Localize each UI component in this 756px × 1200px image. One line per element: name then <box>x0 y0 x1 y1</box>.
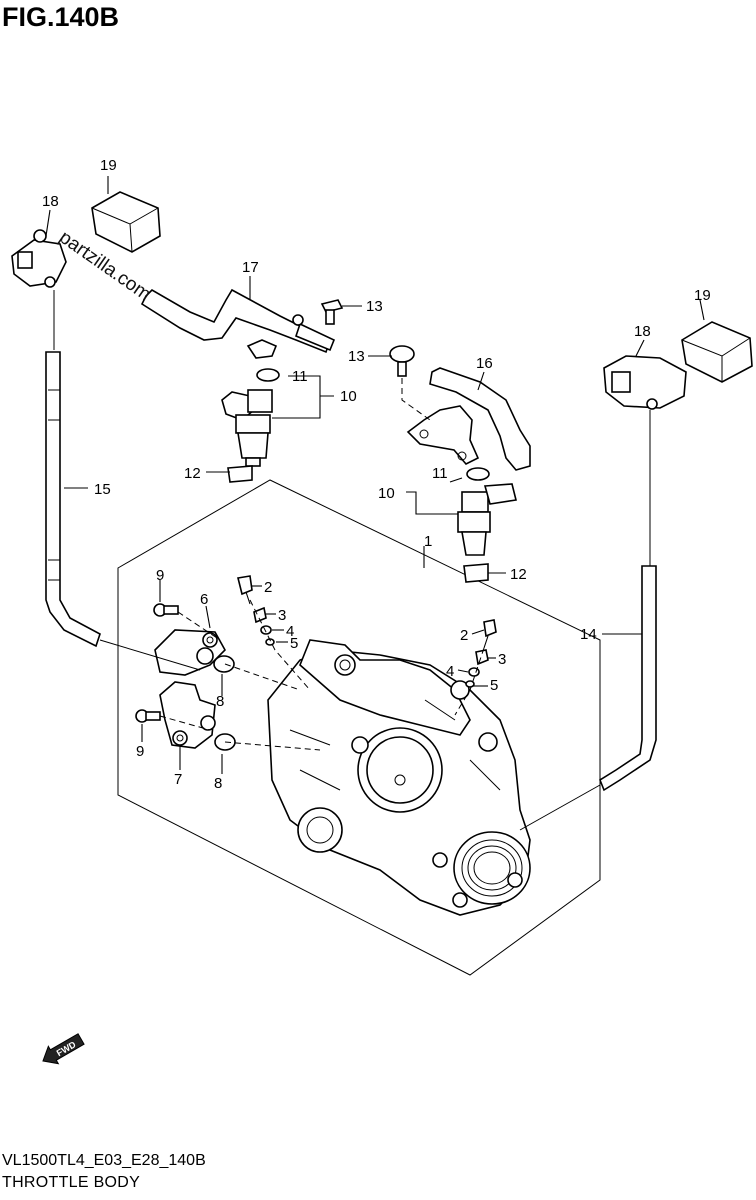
callout-17: 17 <box>242 259 259 276</box>
washer-4-left <box>260 625 272 635</box>
callout-7: 7 <box>174 771 182 788</box>
callout-5-right: 5 <box>490 677 498 694</box>
callout-10-right: 10 <box>378 485 395 502</box>
callout-15: 15 <box>94 481 111 498</box>
sensor-6 <box>154 629 226 676</box>
callout-13-upper: 13 <box>366 298 383 315</box>
hose-15 <box>45 351 101 648</box>
callout-11-right: 11 <box>432 465 448 482</box>
callout-6: 6 <box>200 591 208 608</box>
diagram-code: VL1500TL4_E03_E28_140B <box>2 1152 206 1169</box>
callout-3-right: 3 <box>498 651 506 668</box>
figure-title: FIG.140B <box>2 2 120 32</box>
fuel-pipe-17 <box>140 288 336 359</box>
callout-19-left: 19 <box>100 157 117 174</box>
callout-16: 16 <box>476 355 493 372</box>
hose-14-link <box>519 784 601 831</box>
callout-2-left: 2 <box>264 579 272 596</box>
leader-lines <box>45 176 705 774</box>
callout-9-upper: 9 <box>156 567 164 584</box>
screw-2-right <box>483 619 497 649</box>
bolt-13-upper <box>320 299 344 325</box>
screw-2-left <box>237 575 253 605</box>
callout-4-left: 4 <box>286 623 294 640</box>
sensor-dash-leaders <box>159 611 321 751</box>
callout-11-left: 11 <box>292 368 308 385</box>
callout-10-left: 10 <box>340 388 357 405</box>
washer-4-right <box>468 667 480 677</box>
spring-3-right <box>475 649 489 666</box>
cover-19-left <box>91 191 161 253</box>
callout-5-left: 5 <box>290 635 298 652</box>
callout-9-lower: 9 <box>136 743 144 760</box>
callout-12-right: 12 <box>510 566 527 583</box>
callout-1: 1 <box>424 533 432 550</box>
sensor-7 <box>159 681 216 749</box>
sensor-18-right <box>603 355 687 410</box>
callout-12-left: 12 <box>184 465 201 482</box>
cushion-12-right <box>463 563 489 583</box>
screw-dash-left <box>249 599 311 691</box>
callout-13-lower: 13 <box>348 348 365 365</box>
callout-8-upper: 8 <box>216 693 224 710</box>
callout-19-right: 19 <box>694 287 711 304</box>
o-ring-11-right <box>466 467 490 481</box>
screw-dash-right <box>454 647 485 716</box>
callout-14: 14 <box>580 626 597 643</box>
o-ring-11-left <box>256 368 280 382</box>
injector-10-left <box>221 389 273 467</box>
o-ring-8-upper <box>213 655 235 673</box>
callout-labels: 1 2 2 3 3 4 4 5 5 6 7 8 8 9 9 10 10 11 1… <box>42 157 711 792</box>
callout-2-right: 2 <box>460 627 468 644</box>
callout-18-right: 18 <box>634 323 651 340</box>
screw-9-upper <box>153 603 179 617</box>
screw-9-lower <box>135 709 161 723</box>
injector-10-right <box>457 483 517 556</box>
callout-18-left: 18 <box>42 193 59 210</box>
callout-8-lower: 8 <box>214 775 222 792</box>
diagram-name: THROTTLE BODY <box>2 1174 141 1191</box>
hose-14 <box>599 565 657 792</box>
hose-15-link <box>99 639 201 671</box>
callout-4-right: 4 <box>446 663 454 680</box>
spring-3-left <box>253 606 267 624</box>
fuel-pipe-16 <box>406 367 531 471</box>
throttle-body <box>267 639 531 916</box>
callout-3-left: 3 <box>278 607 286 624</box>
cover-19-right <box>681 321 753 383</box>
bolt-dash <box>401 378 431 421</box>
cushion-12-left <box>227 465 253 483</box>
throttle-body-boundary <box>117 479 601 976</box>
bolt-13-lower <box>389 345 415 377</box>
fwd-arrow: FWD <box>42 1033 85 1065</box>
